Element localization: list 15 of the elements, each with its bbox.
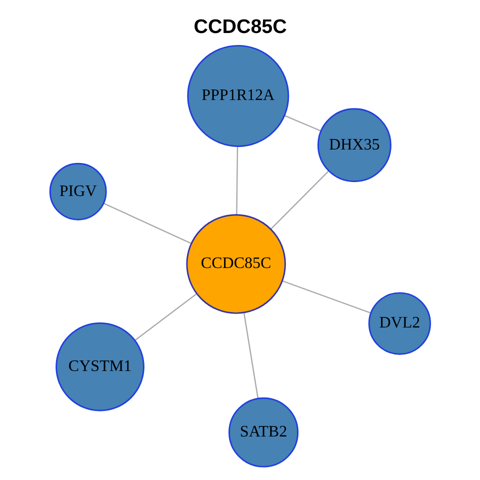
connector (284, 115, 322, 132)
node-circle: CYSTM1 (56, 322, 144, 412)
node-circle: PPP1R12A (187, 44, 290, 147)
connector (243, 312, 259, 399)
diagram-title: CCDC85C (194, 16, 287, 38)
connector (282, 280, 372, 314)
connector (104, 202, 192, 244)
connector (134, 293, 198, 341)
connector (236, 146, 238, 215)
node-circle: SATB2 (228, 397, 299, 468)
connector (270, 170, 330, 230)
node-circle: CCDC85C (186, 214, 286, 314)
node-circle: DVL2 (368, 292, 431, 355)
node-circle: DHX35 (317, 108, 392, 182)
node-circle: PIGV (49, 162, 107, 220)
